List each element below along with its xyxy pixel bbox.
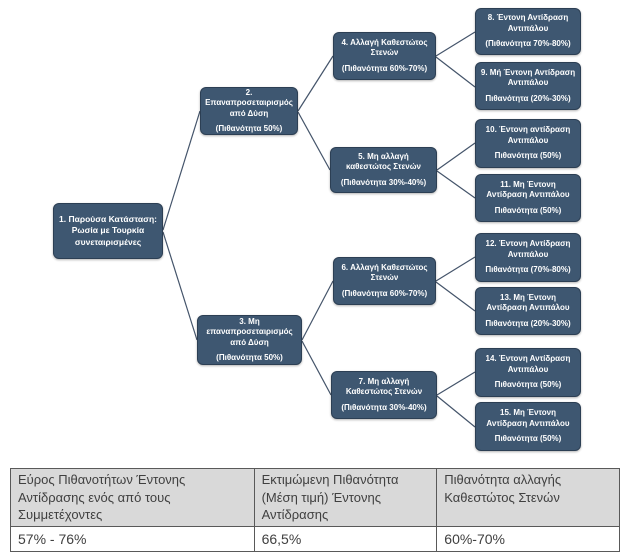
tree-node-11: 11. Μη Έντονη Αντίδραση Αντιπάλου Πιθανό… bbox=[475, 174, 581, 222]
node-title: 3. Μη επαναπροσεταιρισμός από Δύση bbox=[206, 316, 293, 347]
tree-node-1: 1. Παρούσα Κατάσταση: Ρωσία με Τουρκία σ… bbox=[53, 203, 163, 259]
node-title: 5. Μη αλλαγή καθεστώτος Στενών bbox=[346, 151, 421, 172]
connector-line bbox=[436, 142, 476, 171]
table-value-straits-change: 60%-70% bbox=[436, 525, 620, 552]
probability-summary-table: Εύρος Πιθανοτήτων Έντονης Αντίδρασης ενό… bbox=[10, 468, 620, 552]
node-probability: (Πιθανότητα 50%) bbox=[216, 352, 283, 362]
table-header-straits-change: Πιθανότητα αλλαγής Καθεστώτος Στενών bbox=[436, 468, 620, 527]
node-title: 4. Αλλαγή Καθεστώτος Στενών bbox=[341, 37, 428, 58]
node-probability: (Πιθανότητα 50%) bbox=[215, 123, 283, 133]
connector-line bbox=[435, 256, 476, 282]
connector-line bbox=[436, 371, 476, 396]
node-title: 15. Μη Έντονη Αντίδραση Αντιπάλου bbox=[486, 408, 570, 428]
table-value-row: 57% - 76% 66,5% 60%-70% bbox=[10, 525, 620, 552]
connector-line bbox=[435, 31, 476, 57]
tree-node-6: 6. Αλλαγή Καθεστώτος Στενών (Πιθανότητα … bbox=[333, 257, 436, 305]
tree-node-14: 14. Έντονη Αντίδραση Αντιπάλου Πιθανότητ… bbox=[475, 348, 581, 397]
table-header-reaction-range: Εύρος Πιθανοτήτων Έντονης Αντίδρασης ενό… bbox=[10, 468, 255, 527]
tree-node-5: 5. Μη αλλαγή καθεστώτος Στενών (Πιθανότη… bbox=[330, 147, 437, 193]
node-probability: Πιθανότητα (50%) bbox=[494, 380, 562, 390]
node-title: 6. Αλλαγή Καθεστώτος Στενών bbox=[341, 262, 428, 283]
node-title: 12. Έντονη Αντίδραση Αντιπάλου bbox=[485, 239, 571, 259]
tree-node-12: 12. Έντονη Αντίδραση Αντιπάλου Πιθανότητ… bbox=[475, 233, 581, 282]
tree-node-2: 2. Επαναπροσεταιρισμός από Δύση (Πιθανότ… bbox=[200, 87, 298, 135]
node-title: 9. Μή Έντονη Αντίδραση Αντιπάλου bbox=[480, 67, 576, 88]
node-probability: Πιθανότητα (50%) bbox=[494, 205, 562, 215]
connector-line bbox=[162, 110, 201, 231]
connector-line bbox=[435, 56, 476, 88]
connector-line bbox=[162, 231, 198, 341]
tree-node-8: 8. Έντονη Αντίδραση Αντιπάλου (Πιθανότητ… bbox=[475, 8, 581, 55]
connector-line bbox=[301, 340, 332, 396]
connector-line bbox=[297, 55, 334, 112]
node-title: 1. Παρούσα Κατάσταση: Ρωσία με Τουρκία σ… bbox=[59, 214, 157, 247]
node-title: 2. Επαναπροσεταιρισμός από Δύση bbox=[205, 87, 293, 118]
tree-node-7: 7. Μη αλλαγή Καθεστώτος Στενών (Πιθανότη… bbox=[331, 371, 437, 419]
node-title: 8. Έντονη Αντίδραση Αντιπάλου bbox=[487, 13, 569, 33]
tree-node-3: 3. Μη επαναπροσεταιρισμός από Δύση (Πιθα… bbox=[197, 315, 302, 365]
node-probability: Πιθανότητα (50%) bbox=[494, 434, 562, 444]
table-value-reaction-range: 57% - 76% bbox=[10, 525, 255, 552]
tree-node-4: 4. Αλλαγή Καθεστώτος Στενών (Πιθανότητα … bbox=[333, 32, 436, 80]
tree-node-10: 10. Έντονη αντίδραση Αντιπάλου Πιθανότητ… bbox=[475, 119, 581, 168]
node-title: 7. Μη αλλαγή Καθεστώτος Στενών bbox=[345, 376, 423, 397]
node-probability: Πιθανότητα (70%-80%) bbox=[485, 265, 571, 275]
connector-line bbox=[436, 170, 476, 199]
connector-line bbox=[436, 395, 476, 428]
node-probability: (Πιθανότητα 30%-40%) bbox=[341, 402, 427, 412]
node-probability: (Πιθανότητα 70%-80%) bbox=[485, 39, 571, 49]
tree-node-9: 9. Μή Έντονη Αντίδραση Αντιπάλου Πιθανότ… bbox=[475, 62, 581, 110]
node-title: 14. Έντονη Αντίδραση Αντιπάλου bbox=[485, 354, 571, 374]
connector-line bbox=[297, 111, 331, 171]
node-probability: Πιθανότητα (20%-30%) bbox=[485, 318, 571, 328]
table-header-estimated-probability: Εκτιμώμενη Πιθανότητα (Μέση τιμή) Έντονη… bbox=[253, 468, 438, 527]
node-probability: (Πιθανότητα 30%-40%) bbox=[340, 177, 427, 187]
connector-line bbox=[301, 280, 334, 341]
tree-connector-lines bbox=[162, 31, 476, 428]
tree-node-13: 13. Μη Έντονη Αντίδραση Αντιπάλου Πιθανό… bbox=[475, 287, 581, 335]
node-title: 11. Μη Έντονη Αντίδραση Αντιπάλου bbox=[486, 179, 570, 200]
node-probability: Πιθανότητα (50%) bbox=[494, 151, 562, 161]
node-title: 13. Μη Έντονη Αντίδραση Αντιπάλου bbox=[486, 292, 570, 313]
table-header-row: Εύρος Πιθανοτήτων Έντονης Αντίδρασης ενό… bbox=[10, 468, 620, 527]
node-title: 10. Έντονη αντίδραση Αντιπάλου bbox=[485, 125, 571, 145]
connector-line bbox=[435, 281, 476, 312]
tree-node-15: 15. Μη Έντονη Αντίδραση Αντιπάλου Πιθανό… bbox=[475, 402, 581, 451]
table-value-estimated-probability: 66,5% bbox=[253, 525, 438, 552]
node-probability: Πιθανότητα (20%-30%) bbox=[485, 93, 571, 103]
node-probability: (Πιθανότητα 60%-70%) bbox=[341, 288, 428, 298]
node-probability: (Πιθανότητα 60%-70%) bbox=[341, 63, 428, 73]
